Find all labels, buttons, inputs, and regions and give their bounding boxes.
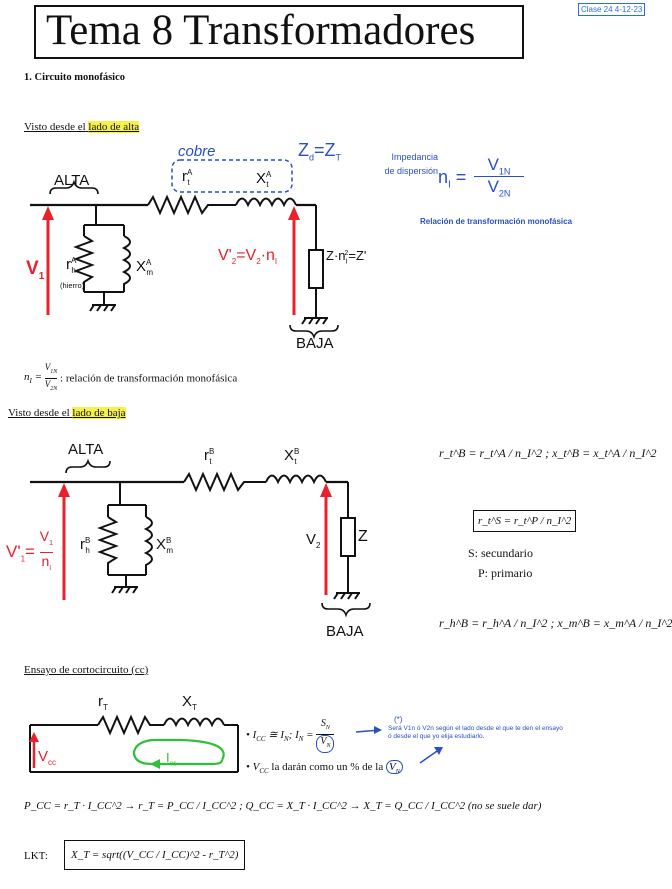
alta-brace: [49, 179, 99, 195]
cc-heading: Ensayo de cortocircuito (cc): [24, 664, 149, 676]
ground-icon-left: [89, 304, 116, 312]
baja-view-prefix: Visto desde el: [8, 407, 70, 419]
icc-in-line: • ICC ≅ IN; IN = SN VN: [246, 718, 335, 753]
xt-baja-label: XBt: [284, 447, 300, 466]
alta-view-prefix: Visto desde el: [24, 121, 86, 133]
baja-view-label: Visto desde el lado de baja: [8, 407, 126, 419]
load-impedance: [308, 249, 324, 289]
alta-view-label: Visto desde el lado de alta: [24, 121, 140, 133]
baja-label-baja: BAJA: [326, 623, 364, 640]
baja-label: BAJA: [296, 335, 334, 352]
cobre-dashed-box: [171, 159, 293, 193]
rt-resistor: [147, 194, 236, 216]
v1-label: V1: [26, 258, 45, 282]
z-baja: [340, 517, 356, 557]
pcc-formula-line: P_CC = r_T · I_CC^2 → r_T = P_CC / I_CC^…: [24, 800, 542, 812]
xT-inductor: [163, 717, 225, 728]
alta-view-highlight: lado de alta: [88, 121, 140, 133]
alta-circuit-diagram: [30, 159, 339, 340]
section-heading: 1. Circuito monofásico: [24, 72, 126, 83]
baja-formula-1: r_t^B = r_t^A / n_I^2 ; x_t^B = x_t^A / …: [439, 446, 657, 460]
v2-prime-label: V'2=V2·nI: [218, 247, 278, 267]
date-stamp: Clase 24 4-12-23: [578, 3, 646, 16]
zd-zt-label: Zd=ZT: [298, 140, 342, 163]
cobre-label: cobre: [178, 143, 216, 160]
hierro-label: (hierro): [60, 281, 85, 290]
note-star: (*): [394, 715, 403, 724]
xt-inductor-baja: [265, 474, 327, 485]
rh-resistor: [73, 235, 95, 292]
xm-baja-label: XBm: [156, 536, 174, 555]
rt-baja-label: rBt: [204, 447, 215, 466]
baja-formula-2: r_t^S = r_t^P / n_I^2: [473, 510, 577, 532]
xm-inductor: [121, 235, 131, 292]
vcc-label: Vcc: [38, 748, 57, 767]
rT-label: rT: [98, 693, 108, 712]
baja-formula-3: r_h^B = r_h^A / n_I^2 ; x_m^B = x_m^A / …: [439, 616, 672, 630]
vn-side-note: Será V1n ó V2n según el lado desde el qu…: [388, 725, 563, 740]
arrow-to-note-icon: [355, 726, 382, 734]
secundario-label: S: secundario: [468, 546, 533, 560]
z-baja-label: Z: [358, 528, 368, 545]
baja-brace: [289, 324, 339, 340]
rt-resistor-baja: [183, 471, 266, 493]
relacion-note: Relación de transformación monofásica: [420, 217, 573, 226]
rh-baja-label: rBh: [80, 536, 91, 555]
alta-label-baja: ALTA: [68, 441, 104, 458]
z-prime-label: Z·nI2=Z': [326, 248, 367, 266]
ni-lhs: nI =: [438, 167, 467, 191]
rT-resistor: [97, 714, 164, 736]
baja-circuit-diagram: [30, 458, 371, 618]
vcc-percent-line: • VCC la darán como un % de la VN: [246, 760, 403, 775]
xt-alta-label: XAt: [256, 170, 272, 189]
arrow-up-note-icon: [419, 747, 443, 764]
ni-fraction: V1N V2N: [474, 155, 524, 199]
xT-label: XT: [182, 693, 197, 712]
primario-label: P: primario: [478, 566, 533, 580]
baja-view-highlight: lado de baja: [72, 407, 126, 419]
icc-loop: [132, 738, 225, 766]
alta-label: ALTA: [54, 172, 90, 189]
ground-icon-right: [301, 317, 328, 325]
xm-alta-label: XAm: [136, 258, 154, 277]
rh-alta-label: rAh: [66, 256, 77, 275]
v2-baja-label: V2: [306, 531, 321, 550]
ground-icon-baja-right: [333, 592, 360, 600]
icc-label: Icc: [166, 750, 177, 768]
v1-prime-label: V'1= V1 nI: [6, 528, 53, 572]
cc-circuit-diagram: [29, 714, 239, 773]
title-box: [34, 5, 524, 59]
ni-relation-line: nI = V1N V2N : relación de transformació…: [24, 362, 238, 392]
page-title: Tema 8 Transformadores: [46, 7, 476, 54]
ground-icon-baja-left: [111, 586, 138, 594]
lkt-label: LKT:: [24, 850, 48, 862]
xt-inductor: [235, 197, 297, 208]
rt-alta-label: rAt: [182, 168, 193, 187]
lkt-formula: X_T = sqrt((V_CC / I_CC)^2 - r_T^2): [64, 840, 246, 870]
